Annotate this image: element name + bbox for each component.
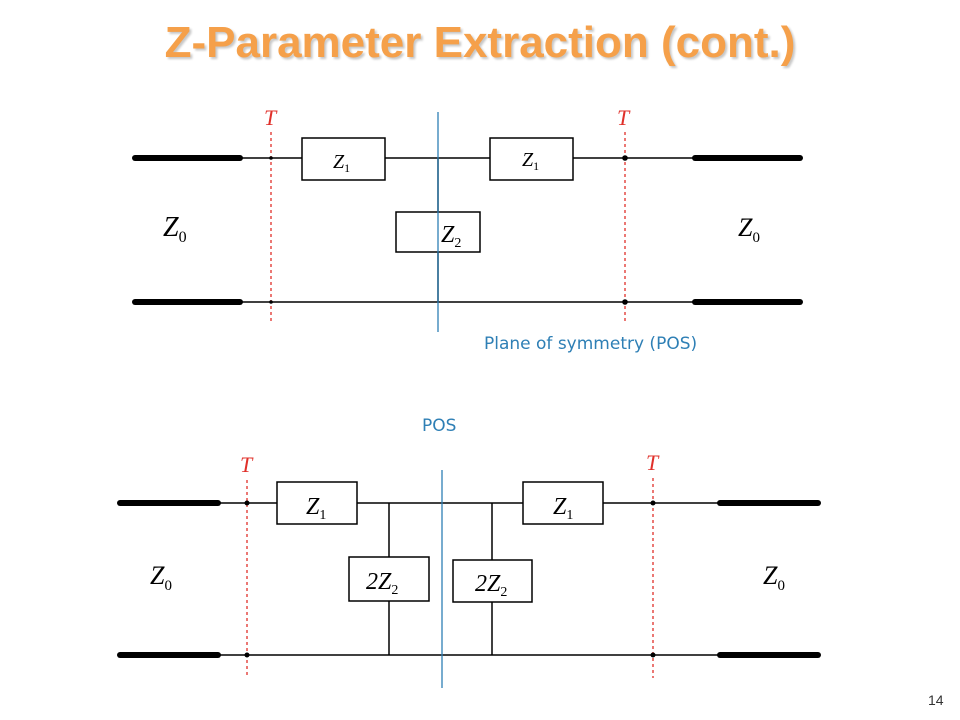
top-node xyxy=(269,156,273,160)
top-z1-left-box xyxy=(301,137,386,181)
top-t-label-right: T xyxy=(617,105,631,130)
bottom-node xyxy=(650,500,656,506)
pos-label: POS xyxy=(422,416,457,436)
bottom-z1-left-box xyxy=(276,481,358,525)
top-z0-left-label: Z0 xyxy=(163,212,187,246)
bottom-node xyxy=(244,652,250,658)
top-node xyxy=(269,300,273,304)
plane-of-symmetry-label: Plane of symmetry (POS) xyxy=(484,334,698,354)
bottom-z0-right-label: Z0 xyxy=(763,561,785,594)
bottom-z1-left-label: Z1 xyxy=(306,494,326,523)
page-number: 14 xyxy=(928,692,944,708)
top-z0-right-label: Z0 xyxy=(738,213,760,246)
top-node xyxy=(622,299,628,305)
bottom-2z2-left-box xyxy=(348,556,430,602)
slide-title: Z-Parameter Extraction (cont.) xyxy=(164,18,796,67)
bottom-2z2-right-label: 2Z2 xyxy=(475,571,507,600)
bottom-z1-right-box xyxy=(522,481,604,525)
bottom-circuit: T T Z1 Z1 2Z2 2Z2 Z0 Z0 xyxy=(117,450,821,688)
top-circuit: T T Z1 Z1 Z2 Z0 Z0 xyxy=(132,105,803,332)
top-node xyxy=(622,155,628,161)
bottom-node xyxy=(244,500,250,506)
bottom-2z2-left-label: 2Z2 xyxy=(366,569,398,598)
top-z1-left-label: Z1 xyxy=(333,151,350,175)
bottom-t-label-left: T xyxy=(240,452,254,477)
top-z1-right-box xyxy=(489,137,574,181)
bottom-2z2-right-box xyxy=(452,559,533,603)
bottom-z0-left-label: Z0 xyxy=(150,561,172,594)
top-t-label-left: T xyxy=(264,105,278,130)
top-z1-right-label: Z1 xyxy=(522,149,539,173)
top-z2-label: Z2 xyxy=(441,222,461,251)
bottom-t-label-right: T xyxy=(646,450,660,475)
bottom-node xyxy=(650,652,656,658)
bottom-z1-right-label: Z1 xyxy=(553,494,573,523)
